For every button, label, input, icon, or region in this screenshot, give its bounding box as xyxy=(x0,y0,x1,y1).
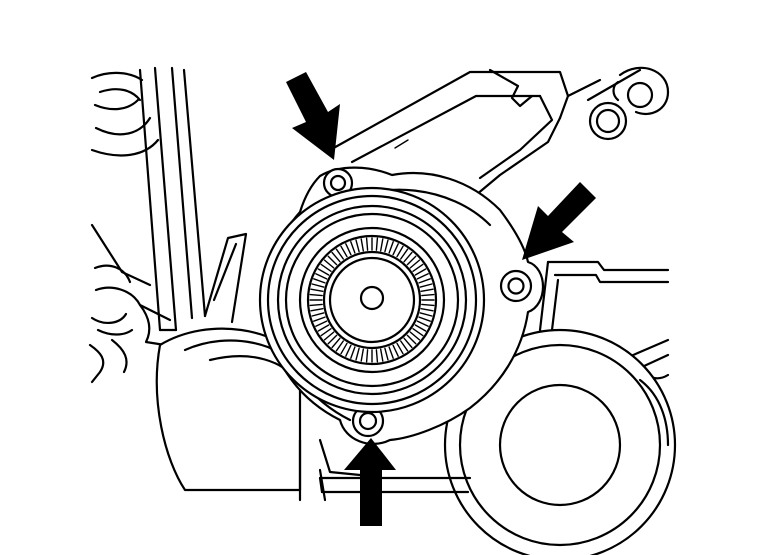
spline-tick xyxy=(323,331,335,341)
spline-tick xyxy=(388,346,394,359)
spline-tick xyxy=(416,320,429,327)
spline-tick xyxy=(340,342,348,355)
spline-tick xyxy=(317,268,330,276)
spline-tick xyxy=(311,283,325,288)
spline-tick xyxy=(406,334,417,345)
spline-tick xyxy=(388,240,394,254)
spline-tick xyxy=(380,238,384,252)
spline-tick xyxy=(313,316,326,322)
spline-tick xyxy=(355,347,360,361)
pump-hub xyxy=(322,250,422,350)
lower-left-pulley xyxy=(155,327,327,502)
spline-tick xyxy=(327,255,338,266)
spline-tick xyxy=(400,340,409,352)
lower-mounting-bolt xyxy=(351,404,385,438)
spline-tick xyxy=(309,303,323,307)
spline-tick xyxy=(403,251,413,263)
spline-tick xyxy=(320,263,332,272)
spline-tick xyxy=(419,312,433,317)
left-hose xyxy=(88,223,172,384)
spline-tick xyxy=(409,331,421,341)
spline-tick xyxy=(345,344,352,357)
lower-right-pulley xyxy=(443,328,677,555)
spline-tick xyxy=(420,288,434,292)
spline-tick xyxy=(311,312,325,317)
spline-tick xyxy=(418,278,431,284)
spline-tick xyxy=(414,324,427,332)
spline-tick xyxy=(360,238,364,252)
bent-tab xyxy=(203,232,248,324)
callout-arrow-right xyxy=(522,182,596,260)
left-rods xyxy=(138,66,207,332)
spline-tick xyxy=(396,245,404,258)
spline-tick xyxy=(345,243,352,256)
spline-tick xyxy=(317,324,330,332)
spline-tick xyxy=(414,268,427,276)
spline-tick xyxy=(375,237,379,251)
spline-tick xyxy=(406,255,417,266)
spline-tick xyxy=(396,342,404,355)
spline-tick xyxy=(331,337,341,349)
spline-tick xyxy=(384,347,389,361)
spline-tick xyxy=(323,259,335,269)
spline-tick xyxy=(365,237,369,251)
spline-tick xyxy=(375,349,379,363)
upper-housing xyxy=(328,68,642,202)
spline-tick xyxy=(320,328,332,337)
spline-tick xyxy=(392,243,399,256)
lower-flange xyxy=(318,438,472,494)
spline-tick xyxy=(412,328,424,337)
spline-tick xyxy=(384,239,389,253)
spline-tick xyxy=(313,278,326,284)
spline-tick xyxy=(315,320,328,327)
spline-tick xyxy=(360,348,364,362)
spline-tick xyxy=(403,337,413,349)
pump-bearing-splines xyxy=(309,237,435,363)
callout-arrow-upper-left xyxy=(286,72,340,160)
spline-tick xyxy=(310,288,324,292)
spline-tick xyxy=(412,263,424,272)
spline-tick xyxy=(365,349,369,363)
spline-tick xyxy=(400,248,409,260)
spline-tick xyxy=(416,273,429,280)
right-mounting-bolt xyxy=(499,269,533,303)
spline-tick xyxy=(420,308,434,312)
spline-tick xyxy=(335,248,344,260)
spline-tick xyxy=(340,245,348,258)
spline-tick xyxy=(419,283,433,288)
spline-tick xyxy=(350,346,356,359)
spline-tick xyxy=(327,334,338,345)
spline-tick xyxy=(310,308,324,312)
spline-tick xyxy=(421,293,435,297)
spline-tick xyxy=(421,303,435,307)
spline-tick xyxy=(335,340,344,352)
spline-tick xyxy=(418,316,431,322)
callout-arrow-lower xyxy=(344,438,396,526)
spline-tick xyxy=(380,348,384,362)
spline-tick xyxy=(331,251,341,263)
spline-tick xyxy=(409,259,421,269)
spline-tick xyxy=(392,344,399,357)
spline-tick xyxy=(315,273,328,280)
upper-left-bracket xyxy=(90,71,160,157)
spline-tick xyxy=(355,239,360,253)
spline-tick xyxy=(350,240,356,254)
upper-right-boss xyxy=(588,66,670,141)
spline-tick xyxy=(309,293,323,297)
